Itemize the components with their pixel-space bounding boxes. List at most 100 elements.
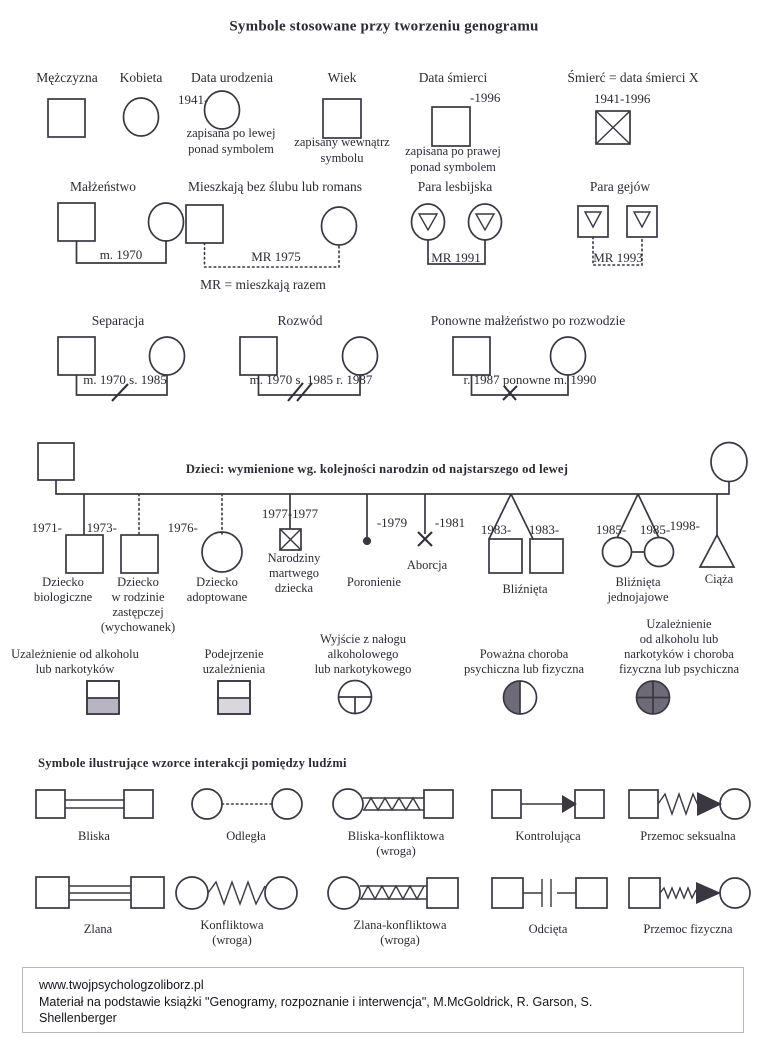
label-zlana-konfliktowa-1: Zlana-konfliktowa <box>353 918 446 932</box>
value-death-range: 1941-1996 <box>594 91 651 106</box>
label-data-urodzenia: Data urodzenia <box>191 70 273 85</box>
label-bliska-konfliktowa-1: Bliska-konfliktowa <box>348 829 445 843</box>
date-aborcja: -1981 <box>435 515 465 530</box>
symbol-male-square <box>47 98 86 138</box>
footer-credits-box: www.twojpsychologzoliborz.pl Materiał na… <box>22 967 744 1033</box>
label-uzal-choroba-1: od alkoholu lub <box>640 632 718 646</box>
note-age-1: zapisany wewnątrz <box>294 135 390 149</box>
symbol-zlana-konfliktowa <box>327 876 459 910</box>
symbol-separation <box>57 336 186 402</box>
symbol-podejrzenie-uzaleznienia <box>217 680 251 715</box>
footer-website: www.twojpsychologzoliborz.pl <box>39 978 204 992</box>
label-uzal-choroba-2: narkotyków i choroba <box>624 647 734 661</box>
child-dziecko-biologiczne <box>65 494 104 574</box>
label-para-lesbijska: Para lesbijska <box>418 179 493 194</box>
interactions-heading: Symbole ilustrujące wzorce interakcji po… <box>38 756 347 770</box>
symbol-bliska-konfliktowa <box>332 788 454 820</box>
symbol-przemoc-seksualna <box>628 788 751 820</box>
symbol-gay-couple <box>577 205 658 266</box>
symbol-bliska <box>35 789 154 819</box>
note-birth-2: ponad symbolem <box>188 142 274 156</box>
label-powazna-1: Poważna choroba <box>480 647 569 661</box>
label-podejrzenie-1: Podejrzenie <box>204 647 263 661</box>
label-dziecko-adoptowane-2: adoptowane <box>187 590 248 604</box>
date-dziecko-biologiczne: 1971- <box>32 520 62 535</box>
label-dziecko-biologiczne-2: biologiczne <box>34 590 93 604</box>
symbol-lesbian-couple <box>410 203 503 265</box>
label-bliska-konfliktowa-2: (wroga) <box>376 844 416 858</box>
label-przemoc-fizyczna: Przemoc fizyczna <box>643 922 733 936</box>
label-martwe-dziecko-1: Narodziny <box>268 551 322 565</box>
label-uzaleznienie-1: Uzależnienie od alkoholu <box>11 647 139 661</box>
date-martwe-dziecko: 1977-1977 <box>262 506 319 521</box>
date-ciaza: 1998- <box>670 518 700 533</box>
footer-source-2: Shellenberger <box>39 1011 117 1025</box>
child-blizniela <box>488 493 564 574</box>
label-dziecko-adoptowane-1: Dziecko <box>196 575 238 589</box>
symbol-divorce <box>239 336 379 402</box>
label-blizniela: Bliźnięta <box>502 582 548 596</box>
label-przemoc-seksualna: Przemoc seksualna <box>640 829 736 843</box>
children-banner: Dzieci: wymienione wg. kolejności narodz… <box>186 462 568 476</box>
label-separacja: Separacja <box>92 313 144 328</box>
label-podejrzenie-2: uzależnienia <box>203 662 266 676</box>
symbol-uzaleznienie <box>86 680 120 715</box>
symbol-remarriage <box>452 336 587 401</box>
value-divorce: m. 1970 s. 1985 r. 1987 <box>250 372 373 387</box>
date-dziecko-adoptowane: 1976- <box>168 520 198 535</box>
label-rozwod: Rozwód <box>278 313 323 328</box>
note-age-2: symbolu <box>320 151 364 165</box>
label-blizniela-jedno-1: Bliźnięta <box>615 575 661 589</box>
label-odcieta: Odcięta <box>529 922 568 936</box>
symbol-father-square <box>37 442 75 481</box>
label-poronienie: Poronienie <box>347 575 402 589</box>
note-death-2: ponad symbolem <box>410 160 496 174</box>
value-marriage: m. 1970 <box>100 247 143 262</box>
label-konfliktowa-2: (wroga) <box>212 933 252 947</box>
date-blizniela-jedno-2: 1985- <box>640 522 670 537</box>
symbol-cohabitation <box>185 204 358 268</box>
label-martwe-dziecko-3: dziecka <box>275 581 314 595</box>
label-dziecko-zastepcze-1: Dziecko <box>117 575 159 589</box>
label-dziecko-zastepcze-4: (wychowanek) <box>101 620 175 634</box>
symbol-kontrolujaca <box>491 789 605 819</box>
date-poronienie: -1979 <box>377 515 407 530</box>
value-birth-date: 1941- <box>178 92 208 107</box>
label-powazna-2: psychiczna lub fizyczna <box>464 662 585 676</box>
label-wyjscie-3: lub narkotykowego <box>315 662 412 676</box>
value-remarriage: r. 1987 ponowne m. 1990 <box>464 372 597 387</box>
label-kontrolujaca: Kontrolująca <box>515 829 581 843</box>
symbol-odlegla <box>191 788 303 820</box>
label-zlana: Zlana <box>84 922 113 936</box>
symbol-powazna-choroba <box>502 680 538 715</box>
label-uzal-choroba-0: Uzależnienie <box>646 617 712 631</box>
value-death-date: -1996 <box>470 90 501 105</box>
label-dziecko-biologiczne-1: Dziecko <box>42 575 84 589</box>
symbol-odcieta <box>491 877 608 909</box>
date-blizniela-2: 1983- <box>529 522 559 537</box>
symbol-marriage <box>57 202 185 264</box>
label-para-gejow: Para gejów <box>590 179 651 194</box>
value-lesbian: MR 1991 <box>431 250 480 265</box>
footer-source-1: Materiał na podstawie książki "Genogramy… <box>39 994 593 1009</box>
legend-mr: MR = mieszkają razem <box>200 277 326 292</box>
label-malzenstwo: Małżeństwo <box>70 179 136 194</box>
note-death-1: zapisana po prawej <box>405 144 501 158</box>
label-mezczyzna: Mężczyzna <box>36 70 97 85</box>
label-wyjscie-2: alkoholowego <box>328 647 399 661</box>
date-blizniela-jedno-1: 1985- <box>596 522 626 537</box>
label-wyjscie-1: Wyjście z nałogu <box>320 632 407 646</box>
symbol-deceased-crossed-square <box>595 110 631 145</box>
sibship-line <box>55 480 730 495</box>
label-ciaza: Ciąża <box>705 572 734 586</box>
label-smierc-x: Śmierć = data śmierci X <box>567 70 699 85</box>
child-ciaza <box>698 494 736 568</box>
value-cohabitation: MR 1975 <box>251 249 300 264</box>
label-blizniela-jedno-2: jednojajowe <box>606 590 669 604</box>
symbol-death-square <box>431 106 471 147</box>
label-kobieta: Kobieta <box>120 70 163 85</box>
value-separation: m. 1970 s. 1985 <box>83 372 166 387</box>
label-dziecko-zastepcze-2: w rodzinie <box>111 590 165 604</box>
label-ponowne-malzenstwo: Ponowne małżeństwo po rozwodzie <box>431 313 626 328</box>
